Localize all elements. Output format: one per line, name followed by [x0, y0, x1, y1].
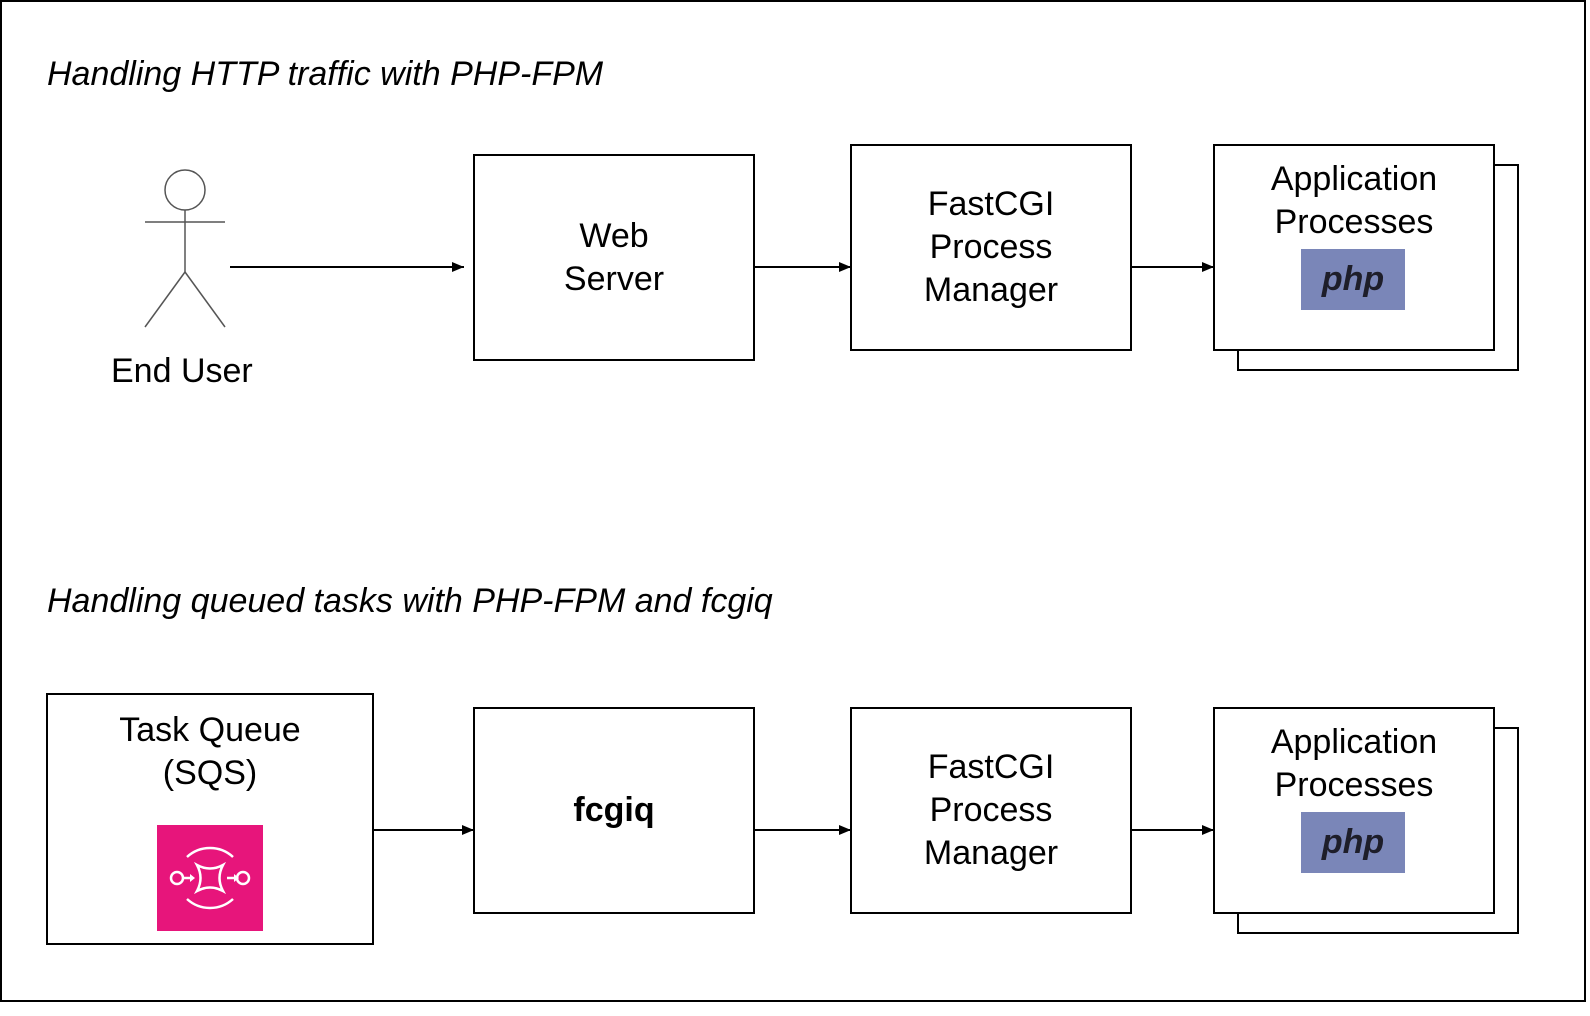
- fcgiq-box: fcgiq: [473, 707, 755, 914]
- end-user-label: End User: [111, 352, 253, 390]
- app-processes-box-bottom: Application Processes: [1213, 707, 1495, 914]
- fcgiq-label: fcgiq: [573, 791, 655, 829]
- app-processes-label-bottom: Application Processes: [1270, 723, 1438, 804]
- fastcgi-box-top: FastCGI Process Manager: [850, 144, 1132, 351]
- task-queue-box: Task Queue (SQS): [46, 693, 374, 945]
- web-server-label: Web Server: [563, 216, 665, 298]
- aws-sqs-icon: [157, 825, 263, 931]
- app-processes-label-top: Application Processes: [1270, 160, 1438, 241]
- user-stick-figure-icon: [144, 169, 226, 328]
- http-flow-heading: Handling HTTP traffic with PHP-FPM: [47, 55, 604, 93]
- php-logo-icon: php: [1301, 812, 1405, 873]
- fastcgi-label-top: FastCGI Process Manager: [923, 185, 1059, 309]
- fastcgi-box-bottom: FastCGI Process Manager: [850, 707, 1132, 914]
- fastcgi-label-bottom: FastCGI Process Manager: [923, 748, 1059, 872]
- task-queue-label: Task Queue (SQS): [119, 711, 301, 792]
- web-server-box: Web Server: [473, 154, 755, 361]
- queue-flow-heading: Handling queued tasks with PHP-FPM and f…: [47, 582, 773, 620]
- php-logo-icon: php: [1301, 249, 1405, 310]
- app-processes-box-top: Application Processes: [1213, 144, 1495, 351]
